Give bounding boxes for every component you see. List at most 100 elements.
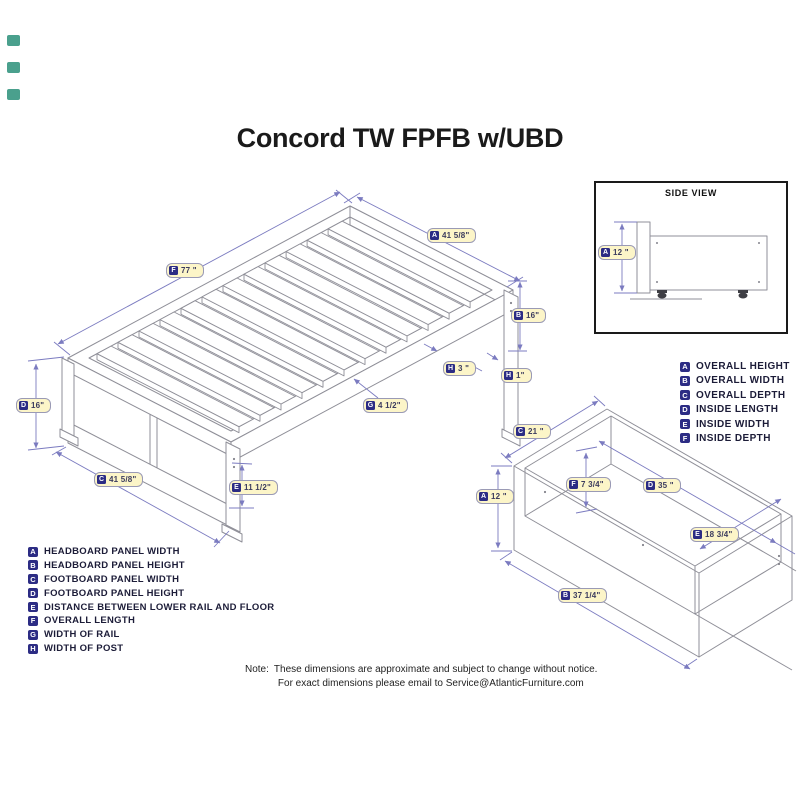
legend-label: OVERALL DEPTH: [696, 389, 786, 401]
note-prefix: Note:: [245, 664, 269, 675]
legend-label: FOOTBOARD PANEL WIDTH: [44, 573, 180, 585]
dim-letter-badge: B: [561, 591, 570, 600]
side-view-title: SIDE VIEW: [665, 188, 717, 198]
legend-label: HEADBOARD PANEL HEIGHT: [44, 559, 185, 571]
legend-item: A HEADBOARD PANEL WIDTH: [28, 546, 274, 557]
legend-label: INSIDE LENGTH: [696, 404, 779, 416]
legend-badge: F: [680, 433, 690, 444]
side-view-drawing: [630, 221, 768, 300]
dim-letter-badge: E: [693, 530, 702, 539]
dim-letter-badge: H: [504, 371, 513, 380]
legend-badge: D: [680, 404, 690, 415]
bed-dim-headboard-width-tag: A 41 5/8": [427, 228, 477, 243]
dim-letter-badge: E: [232, 483, 241, 492]
legend-item: F OVERALL LENGTH: [28, 615, 274, 626]
bed-dim-slat-gap-tag: G 4 1/2": [363, 398, 408, 413]
drawer-legend: A OVERALL HEIGHT B OVERALL WIDTH C OVERA…: [680, 361, 790, 447]
legend-item: F INSIDE DEPTH: [680, 433, 790, 444]
legend-label: OVERALL LENGTH: [44, 615, 136, 627]
legend-badge: A: [680, 361, 690, 372]
legend-label: DISTANCE BETWEEN LOWER RAIL AND FLOOR: [44, 601, 275, 613]
legend-item: B HEADBOARD PANEL HEIGHT: [28, 560, 274, 571]
bed-dim-overall-length-tag: F 77 ": [166, 263, 204, 278]
legend-badge: F: [28, 615, 38, 626]
drawer-dim-overall-depth-tag: C 21 ": [513, 424, 551, 439]
page-title: Concord TW FPFB w/UBD: [236, 123, 564, 153]
legend-label: OVERALL HEIGHT: [696, 361, 790, 372]
legend-item: A OVERALL HEIGHT: [680, 361, 790, 372]
legend-item: D INSIDE LENGTH: [680, 404, 790, 415]
legend-badge: C: [680, 390, 690, 401]
dim-value: 4 1/2": [378, 401, 401, 410]
legend-item: C OVERALL DEPTH: [680, 390, 790, 401]
dim-letter-badge: A: [601, 248, 610, 257]
legend-label: INSIDE WIDTH: [696, 418, 770, 430]
legend-label: OVERALL WIDTH: [696, 375, 785, 387]
legend-item: H WIDTH OF POST: [28, 643, 274, 654]
legend-item: D FOOTBOARD PANEL HEIGHT: [28, 588, 274, 599]
dim-value: 12 ": [613, 248, 629, 257]
dim-letter-badge: C: [516, 427, 525, 436]
drawer-dim-inside-depth-tag: F 7 3/4": [566, 477, 611, 492]
legend-badge: H: [28, 643, 38, 654]
dim-value: 35 ": [658, 481, 674, 490]
dim-letter-badge: H: [446, 364, 455, 373]
dim-value: 37 1/4": [573, 591, 601, 600]
legend-badge: B: [680, 375, 690, 386]
legend-badge: B: [28, 560, 38, 571]
dim-value: 1": [516, 371, 525, 380]
dim-value: 3 ": [458, 364, 470, 373]
finish-swatch: [7, 62, 20, 73]
dim-letter-badge: F: [569, 480, 578, 489]
legend-label: WIDTH OF RAIL: [44, 629, 120, 641]
drawer-dim-inside-length-tag: D 35 ": [643, 478, 681, 493]
bed-dim-rail-width-tag: H 1": [501, 368, 532, 383]
drawer-dim-inside-width-tag: E 18 3/4": [690, 527, 740, 542]
legend-badge: E: [28, 602, 38, 613]
dim-value: 16": [31, 401, 45, 410]
legend-label: WIDTH OF POST: [44, 643, 124, 655]
legend-badge: A: [28, 546, 38, 557]
note-line1: These dimensions are approximate and sub…: [273, 664, 598, 675]
legend-item: C FOOTBOARD PANEL WIDTH: [28, 574, 274, 585]
legend-badge: D: [28, 588, 38, 599]
dim-value: 77 ": [181, 266, 197, 275]
side-view-panel: SIDE VIEW: [594, 181, 788, 334]
dim-value: 16": [526, 311, 540, 320]
legend-label: HEADBOARD PANEL WIDTH: [44, 546, 180, 557]
dim-letter-badge: C: [97, 475, 106, 484]
bed-dim-headboard-height-tag: B 16": [511, 308, 547, 323]
disclaimer-note: Note: These dimensions are approximate a…: [245, 663, 597, 691]
dim-letter-badge: D: [646, 481, 655, 490]
dim-letter-badge: F: [169, 266, 178, 275]
dim-letter-badge: G: [366, 401, 375, 410]
side-view-dim-height-tag: A 12 ": [598, 245, 636, 260]
legend-badge: G: [28, 629, 38, 640]
legend-item: G WIDTH OF RAIL: [28, 629, 274, 640]
bed-dim-rail-to-floor-tag: E 11 1/2": [229, 480, 278, 495]
dim-letter-badge: A: [479, 492, 488, 501]
caster-wheel-icon: [738, 290, 748, 299]
dim-value: 12 ": [491, 492, 507, 501]
dim-value: 41 5/8": [442, 231, 470, 240]
dim-value: 41 5/8": [109, 475, 137, 484]
drawer-dim-overall-width-tag: B 37 1/4": [558, 588, 608, 603]
caster-wheel-icon: [657, 290, 667, 299]
dim-letter-badge: B: [514, 311, 523, 320]
drawer-drawing: [513, 408, 797, 671]
legend-item: E INSIDE WIDTH: [680, 419, 790, 430]
dim-letter-badge: D: [19, 401, 28, 410]
bed-dim-post-width-tag: H 3 ": [443, 361, 477, 376]
dim-value: 7 3/4": [581, 480, 604, 489]
bed-dim-footboard-height-tag: D 16": [16, 398, 52, 413]
legend-label: FOOTBOARD PANEL HEIGHT: [44, 587, 185, 599]
dim-letter-badge: A: [430, 231, 439, 240]
legend-badge: E: [680, 419, 690, 430]
dim-value: 11 1/2": [244, 483, 271, 492]
bed-dim-footboard-width-tag: C 41 5/8": [94, 472, 144, 487]
dim-value: 18 3/4": [705, 530, 733, 539]
drawer-dim-overall-height-tag: A 12 ": [476, 489, 514, 504]
legend-label: INSIDE DEPTH: [696, 432, 771, 444]
